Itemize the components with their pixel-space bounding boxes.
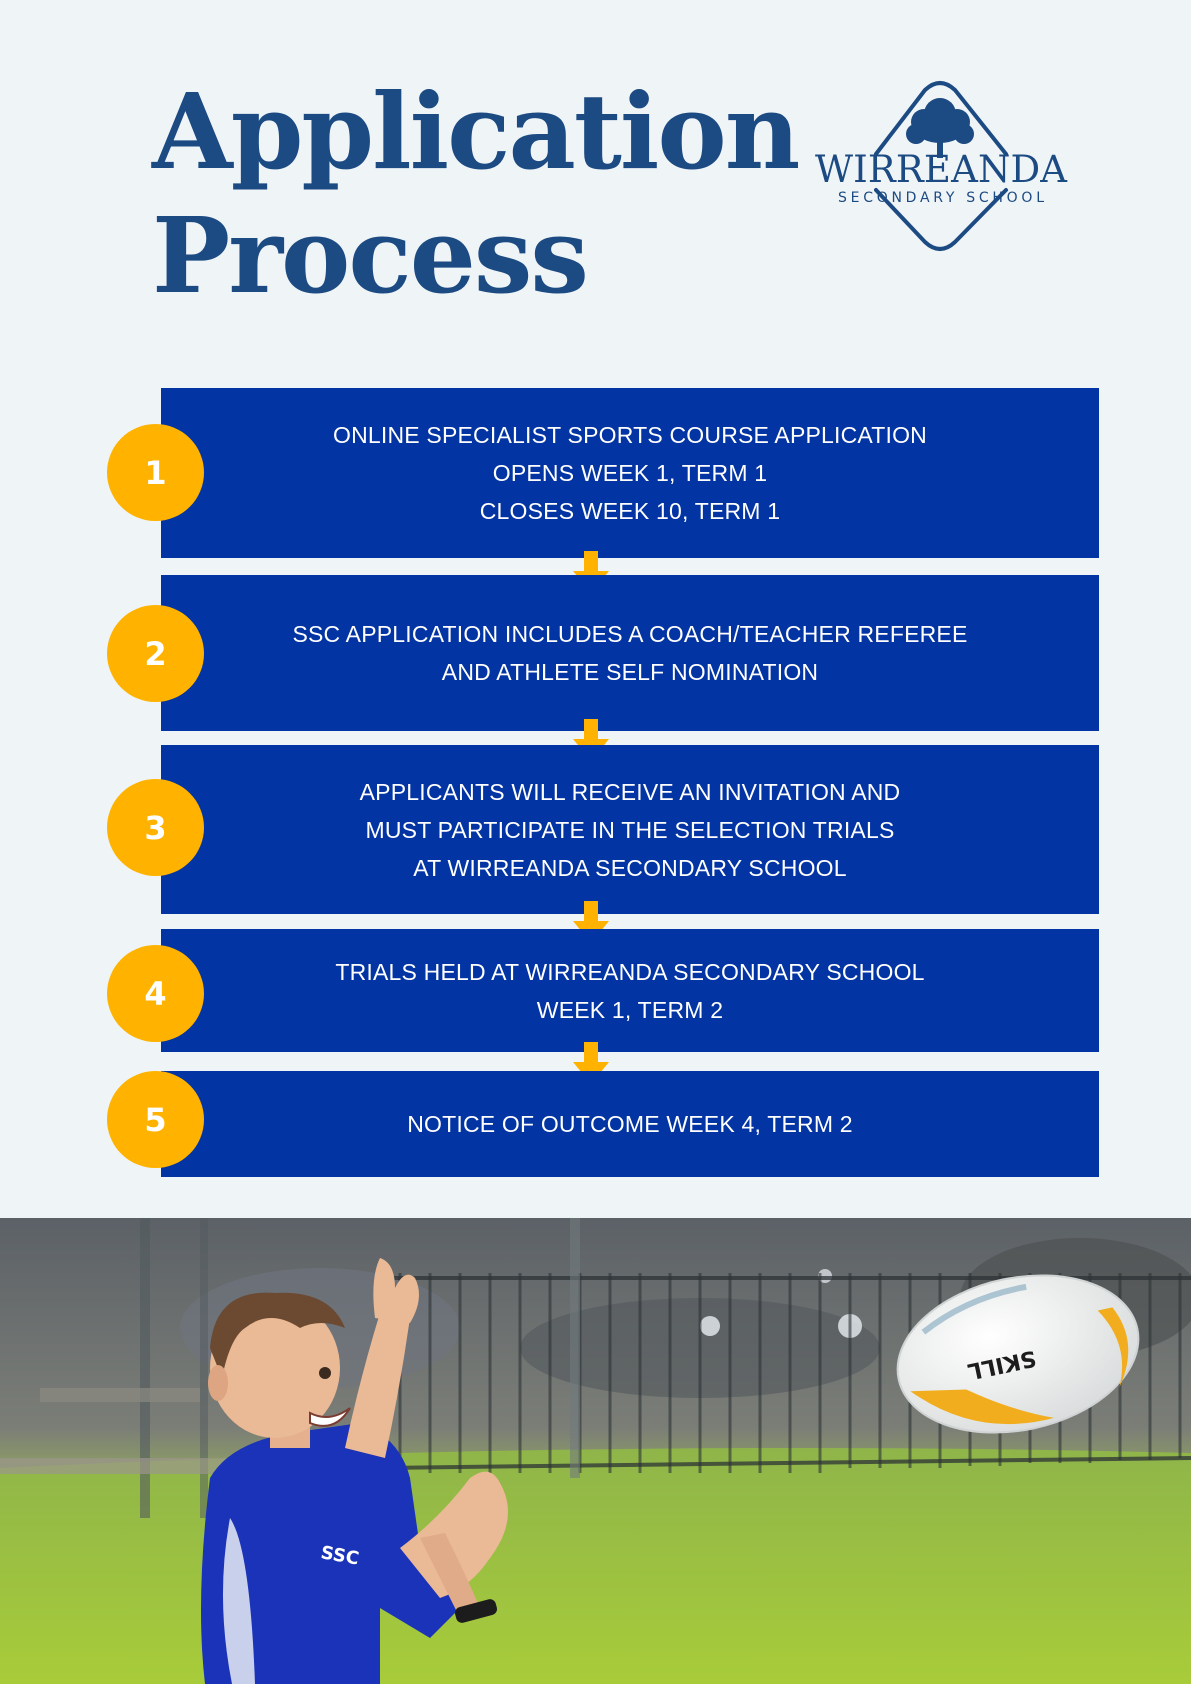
step-box-4: TRIALS HELD AT WIRREANDA SECONDARY SCHOO… bbox=[161, 929, 1099, 1052]
rugby-player-illustration: SSC SKILL bbox=[0, 1218, 1191, 1684]
step-badge-1: 1 bbox=[107, 424, 204, 521]
step-4-line-2: WEEK 1, TERM 2 bbox=[536, 996, 724, 1023]
hero-photo: SSC SKILL bbox=[0, 1218, 1191, 1684]
school-logo: WIRREANDA SECONDARY SCHOOL bbox=[815, 81, 1068, 251]
step-2-line-1: SSC APPLICATION INCLUDES A COACH/TEACHER… bbox=[292, 621, 968, 647]
step-badge-3: 3 bbox=[107, 779, 204, 876]
page-title: Application Process bbox=[152, 70, 800, 318]
step-1-line-2: OPENS WEEK 1, TERM 1 bbox=[492, 460, 768, 486]
step-box-1: ONLINE SPECIALIST SPORTS COURSE APPLICAT… bbox=[161, 388, 1099, 558]
step-box-3: APPLICANTS WILL RECEIVE AN INVITATION AN… bbox=[161, 745, 1099, 914]
tree-icon bbox=[906, 98, 974, 158]
step-3-line-1: APPLICANTS WILL RECEIVE AN INVITATION AN… bbox=[359, 778, 901, 805]
step-4-line-1: TRIALS HELD AT WIRREANDA SECONDARY SCHOO… bbox=[335, 958, 925, 985]
logo-subtitle: SECONDARY SCHOOL bbox=[838, 190, 1044, 206]
arrow-down-icon bbox=[573, 1042, 609, 1084]
step-2-line-2: AND ATHLETE SELF NOMINATION bbox=[441, 659, 819, 685]
logo-name: WIRREANDA bbox=[815, 148, 1068, 191]
step-badge-5: 5 bbox=[107, 1071, 204, 1168]
title-line-2: Process bbox=[152, 194, 589, 317]
step-1-line-1: ONLINE SPECIALIST SPORTS COURSE APPLICAT… bbox=[333, 422, 927, 448]
step-5-line-1: NOTICE OF OUTCOME WEEK 4, TERM 2 bbox=[407, 1111, 853, 1137]
step-3-line-2: MUST PARTICIPATE IN THE SELECTION TRIALS bbox=[365, 816, 895, 843]
title-line-1: Application bbox=[152, 70, 800, 193]
step-box-5: NOTICE OF OUTCOME WEEK 4, TERM 2 bbox=[161, 1071, 1099, 1177]
step-3-line-3: AT WIRREANDA SECONDARY SCHOOL bbox=[413, 854, 847, 881]
step-badge-4: 4 bbox=[107, 945, 204, 1042]
step-badge-2: 2 bbox=[107, 605, 204, 702]
arrow-down-icon bbox=[573, 901, 609, 943]
step-box-2: SSC APPLICATION INCLUDES A COACH/TEACHER… bbox=[161, 575, 1099, 731]
step-1-line-3: CLOSES WEEK 10, TERM 1 bbox=[479, 498, 781, 524]
arrow-down-icon bbox=[573, 551, 609, 593]
arrow-down-icon bbox=[573, 719, 609, 761]
